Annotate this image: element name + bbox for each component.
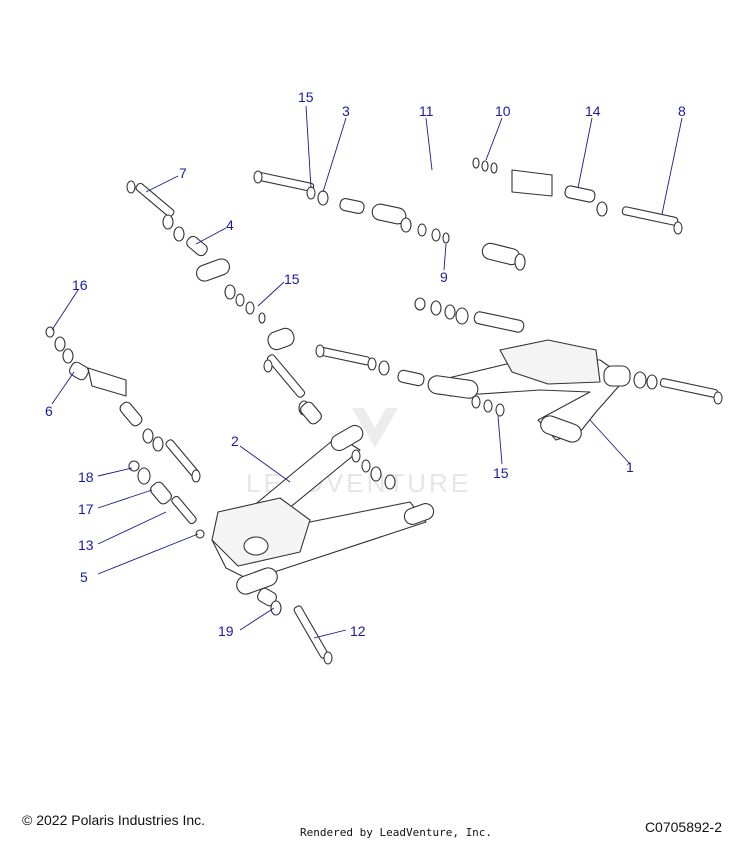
callout-2: 2 xyxy=(231,433,239,449)
callout-13: 13 xyxy=(78,537,94,553)
callout-15: 15 xyxy=(493,465,509,481)
drawing-id-text: C0705892-2 xyxy=(644,819,722,835)
lower-right-hardware xyxy=(315,297,723,417)
callout-9: 9 xyxy=(440,269,448,285)
rendered-by-text: Rendered by LeadVenture, Inc. xyxy=(300,826,493,839)
callout-8: 8 xyxy=(678,103,686,119)
callout-15: 15 xyxy=(298,89,314,105)
callout-1: 1 xyxy=(626,459,634,475)
callout-4: 4 xyxy=(226,217,234,233)
callout-17: 17 xyxy=(78,501,94,517)
callout-12: 12 xyxy=(350,623,366,639)
upper-a-arm-right xyxy=(371,164,553,271)
lower-a-arm-left xyxy=(211,424,435,595)
callout-5: 5 xyxy=(80,569,88,585)
copyright-text: © 2022 Polaris Industries Inc. xyxy=(22,812,206,828)
leader-lines xyxy=(51,105,683,639)
lower-a-arm-right xyxy=(427,339,631,443)
upper-a-arm-left xyxy=(87,258,295,397)
callout-19: 19 xyxy=(218,623,234,639)
callout-7: 7 xyxy=(179,165,187,181)
callout-3: 3 xyxy=(342,103,350,119)
callout-16: 16 xyxy=(72,277,88,293)
callout-6: 6 xyxy=(45,403,53,419)
upper-left-hardware xyxy=(45,180,266,381)
callout-10: 10 xyxy=(495,103,511,119)
callout-labels: 15 3 11 10 14 8 9 7 4 15 16 6 2 1 15 18 … xyxy=(45,89,686,639)
callout-18: 18 xyxy=(78,469,94,485)
upper-right-hardware xyxy=(253,157,683,244)
lower-left-hardware xyxy=(119,354,396,665)
callout-14: 14 xyxy=(585,103,601,119)
callout-15: 15 xyxy=(284,271,300,287)
callout-11: 11 xyxy=(419,103,434,119)
